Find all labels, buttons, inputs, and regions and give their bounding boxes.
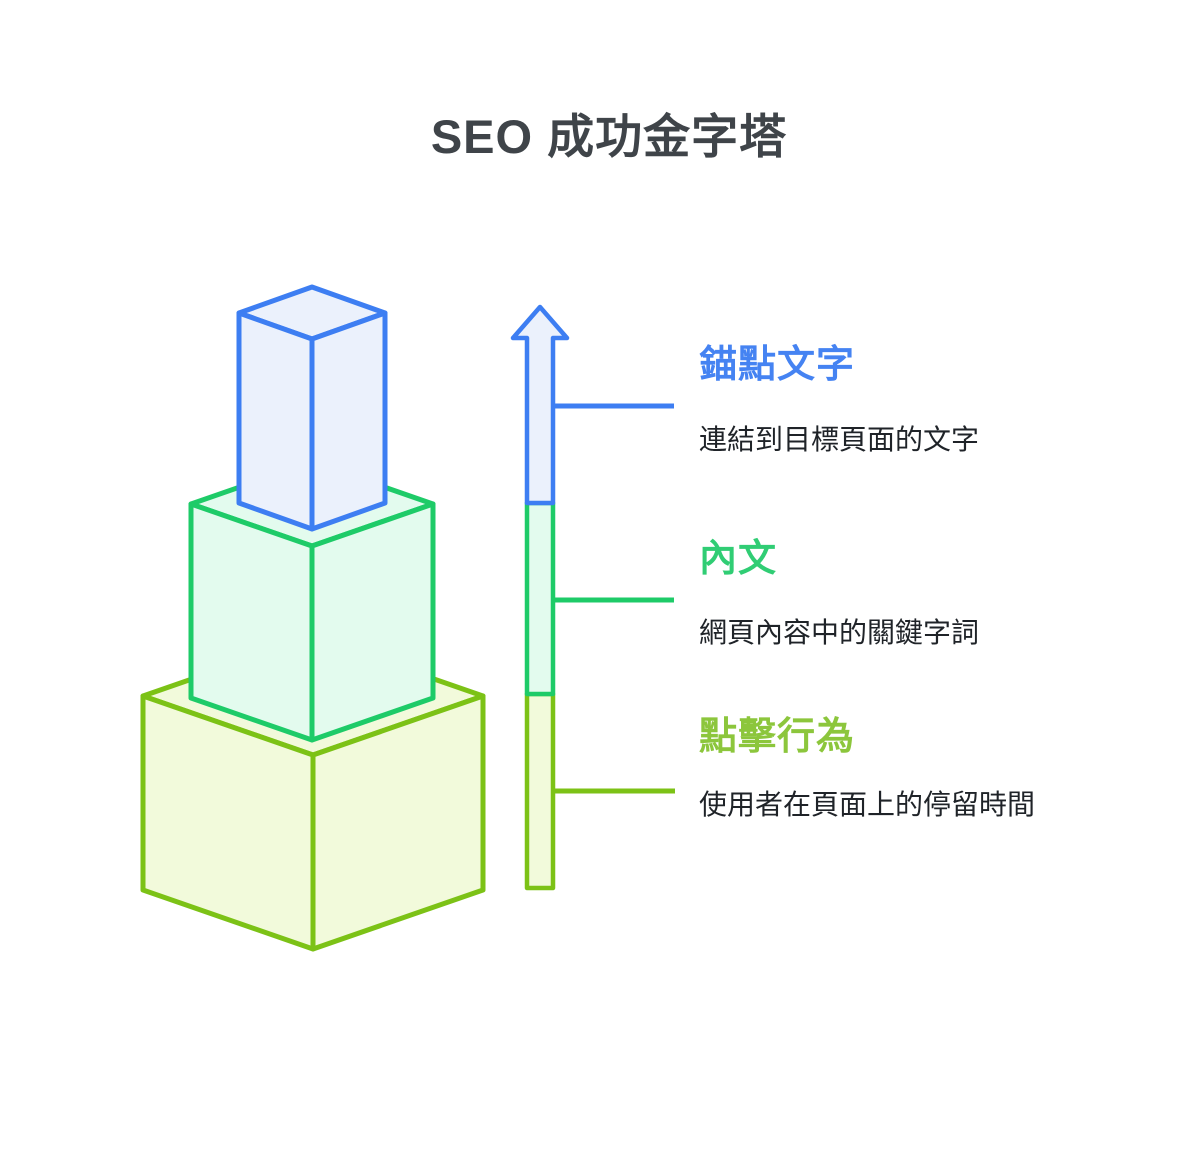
arrow-head-and-blue-segment — [510, 304, 570, 506]
pyramid-block-anchor-text — [236, 284, 388, 532]
green-block-right-face — [309, 501, 436, 743]
blue-block-left-face — [236, 310, 315, 532]
legend-heading-content-text: 內文 — [699, 538, 778, 580]
legend-description-click-behavior: 使用者在頁面上的停留時間 — [699, 789, 1036, 820]
arrow-segment-green — [524, 500, 556, 697]
legend-description-anchor-text: 連結到目標頁面的文字 — [699, 424, 980, 455]
blue-block-right-face — [309, 310, 388, 532]
arrow-segment-lime — [524, 691, 556, 891]
green-block-left-face — [188, 501, 315, 743]
lime-block-right-face — [310, 693, 486, 952]
upward-arrow — [510, 304, 570, 891]
legend-description-content-text: 網頁內容中的關鍵字詞 — [699, 617, 980, 648]
legend-heading-anchor-text: 錨點文字 — [699, 344, 856, 386]
page-title: SEO 成功金字塔 — [430, 110, 788, 163]
legend-heading-click-behavior: 點擊行為 — [699, 716, 856, 758]
